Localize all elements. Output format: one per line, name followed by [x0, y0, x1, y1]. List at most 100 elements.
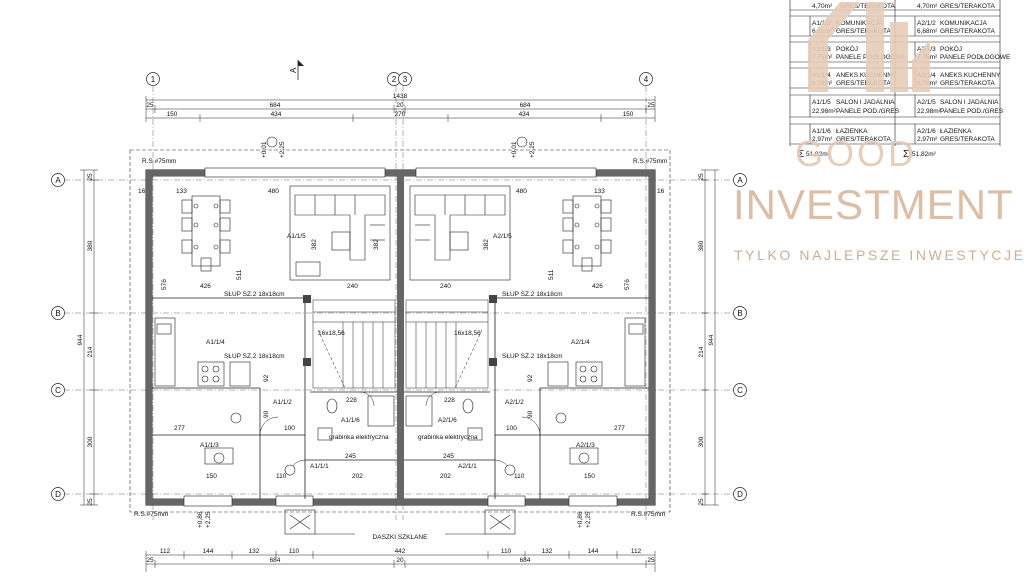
dim-150-right: 150 [584, 473, 595, 480]
dim-382-left-b: 382 [373, 239, 380, 250]
sofa-right [409, 185, 511, 281]
row0-right-finish: GRES/TERAKOTA [940, 3, 995, 10]
dim-top-2-1: 434 [271, 111, 282, 118]
dim-133-right: 133 [594, 188, 605, 195]
row4-right-area: 22,98m² [917, 108, 942, 115]
top-dimensions [145, 96, 656, 122]
outer-walls [129, 149, 671, 513]
watermark-logo: GOOD INVESTMENT TYLKO NAJLEPSZE INWESTYC… [733, 2, 1024, 263]
logo-investment-text: INVESTMENT [733, 181, 1014, 228]
dim-top-1-3: 684 [520, 102, 531, 109]
axis-labels: 1 2 3 4 A B C D A B C D [55, 75, 743, 499]
logo-good-text: GOOD [795, 133, 917, 174]
room-a1-2: A1/1/2 [273, 399, 292, 406]
dim-90-left: 90 [263, 410, 270, 418]
room-a2-3: A2/1/3 [576, 442, 595, 449]
left-sum-symbol: Σ [798, 149, 804, 160]
dim-277-right: 277 [614, 425, 625, 432]
dim-110-right: 110 [514, 473, 525, 480]
dim-90-right: 90 [527, 410, 534, 418]
dim-bot-1-1: 144 [203, 548, 214, 555]
dining-table-left [181, 195, 231, 272]
level-right-top2: +2,25 [529, 141, 536, 158]
dim-92-right: 92 [527, 374, 534, 382]
dim-top-1-2: 20 [396, 102, 404, 109]
row1-left-finish: GRES/TERAKOTA [836, 28, 891, 35]
dim-right-214: 214 [698, 346, 705, 357]
room-a2-2: A2/1/2 [505, 399, 524, 406]
row3-right-finish: GRES/TERAKOTA [940, 80, 995, 87]
axis-1: 1 [151, 75, 156, 84]
boiler-right-label: grabinka elektryczna [418, 434, 478, 441]
dim-right-300: 300 [698, 436, 705, 447]
dim-511-left: 511 [236, 269, 243, 280]
room-a2-4: A2/1/4 [571, 339, 590, 346]
column-label-right-mid: SŁUP SZ.2 18x18cm [502, 353, 563, 360]
level-left-top2: +2,25 [279, 141, 286, 158]
row1-left-code: A1/1/2 [812, 20, 831, 27]
axis-c-left: C [55, 386, 61, 395]
row5-left-code: A1/1/6 [812, 128, 831, 135]
axis-b-right: B [737, 309, 742, 318]
dim-bot-1-5: 110 [501, 548, 512, 555]
glass-roofs [284, 509, 516, 535]
bathroom-left [317, 395, 395, 441]
dim-top-2-3: 434 [519, 111, 530, 118]
logo-tagline-text: TYLKO NAJLEPSZE INWESTYCJE [734, 247, 1024, 263]
axis-d-left: D [55, 490, 61, 499]
stairs-left-label: 16x18,56 [318, 330, 345, 337]
dim-228-left: 228 [346, 397, 357, 404]
dim-576-right: 576 [624, 279, 631, 290]
row1-left-name: KOMUNIKACJA [836, 20, 884, 27]
dim-top-2-4: 150 [623, 111, 634, 118]
axis-4: 4 [644, 75, 649, 84]
column-label-left-mid: SŁUP SZ.2 18x18cm [224, 353, 285, 360]
rs-right-top: R.S.#75mm [633, 158, 667, 165]
dim-left-380: 380 [87, 240, 94, 251]
axis-d-right: D [737, 490, 743, 499]
row1-right-area: 6,68m² [917, 28, 938, 35]
dim-511-right: 511 [548, 269, 555, 280]
dim-bot-2-1: 684 [270, 557, 281, 564]
dim-228-right: 228 [444, 397, 455, 404]
row5-left-finish: GRES/TERAKOTA [836, 136, 891, 143]
dim-426-left: 426 [200, 283, 211, 290]
sofa-left [289, 185, 391, 281]
kitchen-right [547, 317, 646, 387]
dim-426-right: 426 [592, 283, 603, 290]
dim-bot-1-3: 110 [289, 548, 300, 555]
level-left-bottom: +0,86 [197, 511, 204, 528]
dim-top-1-1: 684 [270, 102, 281, 109]
dim-top-2-0: 150 [167, 111, 178, 118]
row4-right-finish: PANELE POD./GRES [940, 108, 1004, 115]
row5-right-name: ŁAZIENKA [940, 128, 972, 135]
dim-left-total: 944 [77, 334, 84, 345]
side-dimension-labels: 944 380 214 300 25 25 944 380 214 300 25… [77, 173, 715, 506]
left-total-area: 51,82m² [806, 151, 831, 158]
section-mark-label: A [289, 67, 298, 73]
dim-150-left: 150 [206, 473, 217, 480]
dim-16-left: 16 [138, 188, 146, 195]
dim-202-left: 202 [352, 473, 363, 480]
dim-bot-1-7: 144 [588, 548, 599, 555]
glass-roofs-label: DASZKI SZKLANE [373, 534, 429, 541]
dim-left-214: 214 [87, 346, 94, 357]
level-left-top: +0,01 [261, 141, 268, 158]
row0-right-area: 4,70m² [917, 3, 938, 10]
dim-left-300: 300 [87, 436, 94, 447]
dim-240-left: 240 [347, 283, 358, 290]
level-right-bottom: +0,86 [577, 511, 584, 528]
dim-right-total: 944 [708, 334, 715, 345]
row4-left-code: A1/1/5 [812, 99, 831, 106]
dim-left-25-bottom: 25 [87, 498, 94, 506]
top-dimension-labels: 1438 25 684 20 684 25 150 434 270 434 15… [146, 93, 655, 118]
row2-left-name: POKÓJ [836, 44, 858, 53]
room-a1-4: A1/1/4 [206, 339, 225, 346]
dim-92-left: 92 [263, 374, 270, 382]
dim-left-25-top: 25 [87, 173, 94, 181]
dim-bot-2-3: 684 [520, 557, 531, 564]
room-a2-5: A2/1/5 [493, 233, 512, 240]
dim-576-left: 576 [161, 279, 168, 290]
rs-right-bottom: R.S.#75mm [631, 511, 665, 518]
